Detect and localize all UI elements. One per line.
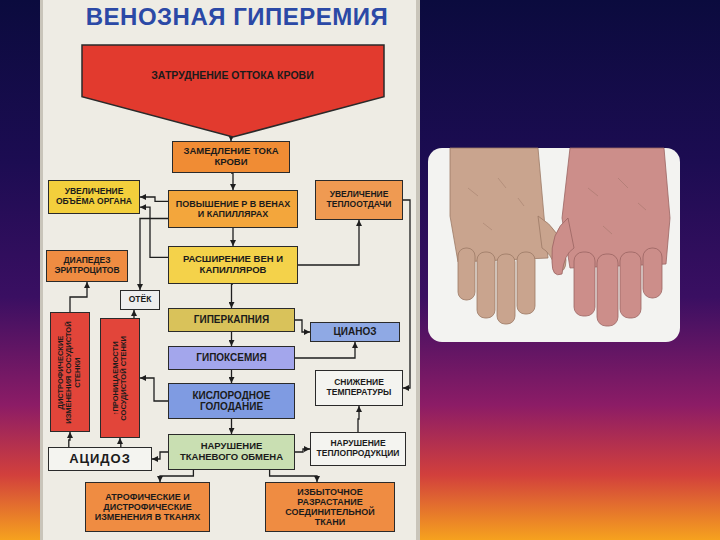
flow-arrow [140, 219, 168, 291]
node-label: НАРУШЕНИЕ ТКАНЕВОГО ОБМЕНА [173, 441, 290, 462]
flow-arrow [160, 470, 193, 482]
node-label: АЦИДОЗ [69, 452, 131, 467]
process-box: ЗАМЕДЛЕНИЕ ТОКА КРОВИ [172, 141, 290, 173]
process-box: НАРУШЕНИЕ ТКАНЕВОГО ОБМЕНА [168, 434, 295, 470]
left-finger [458, 248, 475, 300]
effect-box: НАРУШЕНИЕ ТЕПЛОПРОДУКЦИИ [310, 432, 406, 466]
node-label: ЗАМЕДЛЕНИЕ ТОКА КРОВИ [177, 146, 285, 167]
flow-arrow [298, 220, 359, 265]
effect-box: СНИЖЕНИЕ ТЕМПЕРАТУРЫ [315, 370, 403, 406]
node-label: УВЕЛИЧЕНИЕ ТЕПЛООТДАЧИ [320, 190, 398, 209]
node-label: ПОВЫШЕНИЕ Р В ВЕНАХ И КАПИЛЛЯРАХ [173, 199, 293, 219]
poster-title: ВЕНОЗНАЯ ГИПЕРЕМИЯ [62, 3, 412, 31]
node-label: НАРУШЕНИЕ ТЕПЛОПРОДУКЦИИ [315, 439, 401, 458]
right-finger [597, 254, 618, 326]
process-box: ГИПОКСЕМИЯ [168, 346, 295, 370]
flow-arrow [140, 207, 168, 257]
flow-arrow [70, 282, 87, 312]
poster-paper [43, 0, 416, 540]
flow-arrow [403, 200, 410, 388]
effect-box: УВЕЛИЧЕНИЕ ОБЪЁМА ОРГАНА [48, 180, 140, 214]
flow-arrow [231, 173, 233, 190]
flow-arrow [119, 438, 121, 447]
outcome-box: ИЗБЫТОЧНОЕ РАЗРАСТАНИЕ СОЕДИНИТЕЛЬНОЙ ТК… [265, 482, 395, 532]
node-label: ГИПЕРКАПНИЯ [194, 314, 269, 325]
node-label: ЦИАНОЗ [334, 326, 377, 337]
flow-arrow [231, 419, 232, 434]
flow-arrow [270, 470, 317, 482]
right-hand [552, 148, 670, 326]
flow-arrow [295, 342, 355, 358]
effect-box: ОТЁК [120, 290, 160, 310]
flow-arrow [231, 332, 232, 346]
flow-arrow [358, 406, 359, 432]
left-palm [450, 148, 548, 262]
vertical-box: ↑ПРОНИЦАЕМОСТИ СОСУДИСТОЙ СТЕНКИ [100, 318, 140, 438]
node-label: КИСЛОРОДНОЕ ГОЛОДАНИЕ [173, 390, 290, 412]
outcome-box: АТРОФИЧЕСКИЕ И ДИСТРОФИЧЕСКИЕ ИЗМЕНЕНИЯ … [85, 482, 210, 532]
node-label: АТРОФИЧЕСКИЕ И ДИСТРОФИЧЕСКИЕ ИЗМЕНЕНИЯ … [90, 492, 205, 522]
flow-arrow [140, 378, 168, 401]
flow-arrow [152, 452, 168, 459]
node-label: ↑ПРОНИЦАЕМОСТИ СОСУДИСТОЙ СТЕНКИ [112, 323, 129, 433]
hands-photo [428, 148, 680, 342]
hair-strokes [588, 178, 646, 234]
node-label: УВЕЛИЧЕНИЕ ОБЪЁМА ОРГАНА [53, 187, 135, 206]
left-hand [450, 148, 566, 324]
start-pentagon: ЗАТРУДНЕНИЕ ОТТОКА КРОВИ [81, 44, 385, 138]
node-label: РАСШИРЕНИЕ ВЕН И КАПИЛЛЯРОВ [173, 254, 293, 275]
left-finger [517, 252, 535, 314]
poster-shadow [40, 0, 420, 540]
right-finger [643, 248, 662, 298]
left-finger [497, 254, 515, 324]
node-label: ЗАТРУДНЕНИЕ ОТТОКА КРОВИ [151, 70, 313, 82]
node-label: ДИАПЕДЕЗ ЭРИТРОЦИТОВ [51, 256, 123, 275]
process-box: РАСШИРЕНИЕ ВЕН И КАПИЛЛЯРОВ [168, 246, 298, 284]
pentagon-shape [82, 45, 384, 137]
hair-strokes [468, 178, 524, 230]
flow-arrow [232, 284, 234, 308]
node-label: ДИСТРОФИЧЕСКИЕ ИЗМЕНЕНИЯ СОСУДИСТОЙ СТЕН… [57, 317, 82, 427]
process-box: ГИПЕРКАПНИЯ [168, 308, 295, 332]
node-label: ОТЁК [129, 295, 152, 305]
flow-arrow [231, 370, 232, 383]
flow-arrow [232, 228, 233, 246]
node-label: ИЗБЫТОЧНОЕ РАЗРАСТАНИЕ СОЕДИНИТЕЛЬНОЙ ТК… [270, 487, 390, 527]
skin-texture [468, 178, 646, 234]
pentagon-outline [81, 44, 385, 138]
left-finger [477, 252, 495, 318]
right-finger [574, 252, 595, 316]
effect-box: УВЕЛИЧЕНИЕ ТЕПЛООТДАЧИ [315, 180, 403, 220]
process-box: КИСЛОРОДНОЕ ГОЛОДАНИЕ [168, 383, 295, 419]
node-label: ГИПОКСЕМИЯ [196, 352, 266, 363]
right-thumb [552, 218, 574, 275]
effect-box: ДИАПЕДЕЗ ЭРИТРОЦИТОВ [46, 250, 128, 282]
flow-arrow [140, 197, 168, 201]
process-box: ПОВЫШЕНИЕ Р В ВЕНАХ И КАПИЛЛЯРАХ [168, 190, 298, 228]
flow-arrow [295, 449, 310, 452]
flow-arrow [69, 432, 70, 447]
node-label: СНИЖЕНИЕ ТЕМПЕРАТУРЫ [320, 378, 398, 397]
flow-arrow [133, 310, 134, 318]
photo-frame [428, 148, 680, 342]
effect-box: ЦИАНОЗ [310, 322, 400, 342]
right-finger [620, 252, 641, 318]
effect-box: АЦИДОЗ [48, 447, 152, 471]
flow-arrow [295, 320, 310, 332]
vertical-box: ДИСТРОФИЧЕСКИЕ ИЗМЕНЕНИЯ СОСУДИСТОЙ СТЕН… [50, 312, 90, 432]
